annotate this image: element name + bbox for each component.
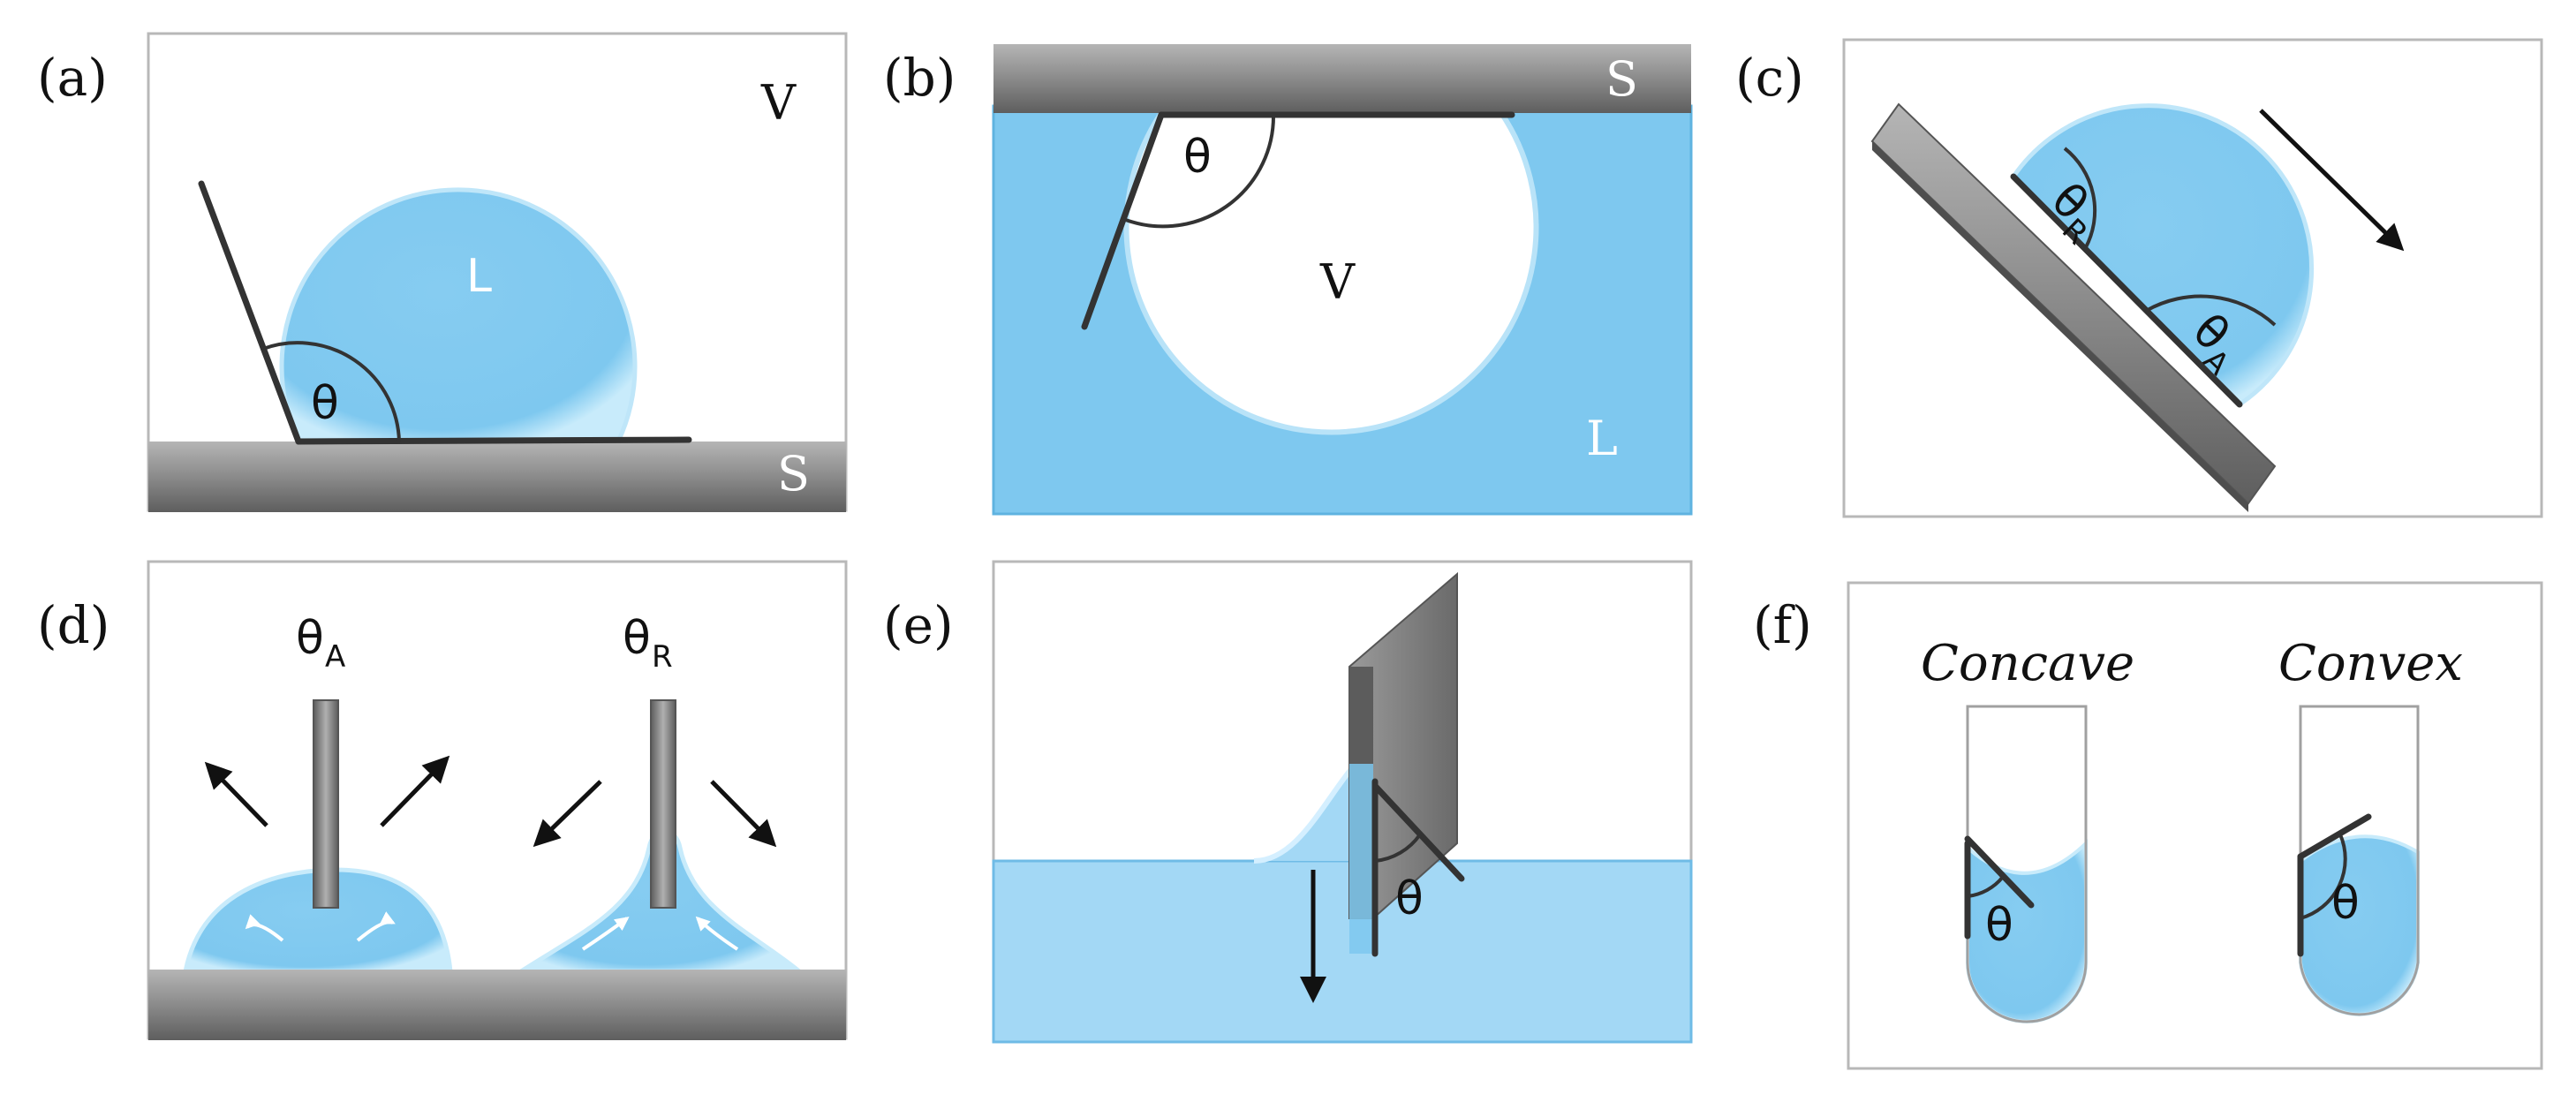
svg-text:R: R (652, 639, 673, 675)
panel-b: (b) θ V L S (883, 44, 1693, 516)
meniscus-rise (1254, 764, 1373, 861)
panel-c: (c) θ R θ A (1735, 38, 2543, 518)
angle-arc (1122, 114, 1276, 229)
concave-tube (1966, 705, 2088, 1023)
solid-substrate (148, 970, 846, 1040)
solid-label: S (777, 446, 810, 502)
panel-e: (e) θ (883, 560, 1693, 1044)
panel-d-label: (d) (37, 595, 110, 655)
concave-angle-arc (1967, 875, 2005, 898)
receding-angle-arc (2063, 147, 2097, 248)
panel-f-label: (f) (1753, 595, 1812, 655)
panel-c-label: (c) (1735, 48, 1804, 108)
svg-text:θ: θ (296, 612, 324, 665)
liquid-label: L (1586, 411, 1618, 466)
advancing-needle (313, 699, 339, 909)
theta-a-label: θ A (296, 612, 345, 675)
advancing-arrow-left (204, 761, 268, 827)
baseline (295, 436, 692, 445)
plate-surface-line (2010, 173, 2243, 408)
theta-label: θ (1395, 872, 1424, 925)
panel-f-frame (1847, 581, 2543, 1070)
receding-arrow-right (710, 780, 777, 848)
inward-flow-arrow (695, 916, 739, 951)
convex-tangent-line (2297, 813, 2372, 860)
svg-text:θ: θ (623, 612, 651, 665)
sessile-drop (279, 187, 638, 444)
angle-arc (262, 341, 401, 442)
convex-label: Convex (2278, 635, 2463, 692)
theta-label: θ (311, 377, 339, 430)
theta-r-label: θ R (623, 612, 673, 675)
angle-arc (1374, 833, 1422, 863)
sliding-direction-arrow (2259, 109, 2405, 252)
convex-angle-arc (2300, 834, 2347, 920)
convex-theta-label: θ (2331, 877, 2360, 930)
inward-flow-arrow (245, 914, 284, 942)
advancing-angle-arc (2145, 294, 2277, 327)
tangent-line (1371, 782, 1465, 882)
wetted-plate-face (1349, 764, 1373, 954)
receding-needle (650, 699, 676, 909)
vapor-label: V (1319, 254, 1356, 310)
outward-flow-arrow (356, 911, 396, 942)
concave-label: Concave (1921, 635, 2134, 692)
tilted-plate (1870, 102, 2277, 512)
advancing-arrow-right (380, 755, 450, 827)
panel-a: (a) θ L V S (37, 32, 848, 512)
solid-ceiling (993, 44, 1691, 113)
captive-bubble (1123, 110, 1539, 435)
svg-text:A: A (325, 639, 345, 675)
panel-e-label: (e) (883, 595, 954, 655)
tangent-line (198, 180, 302, 445)
solid-substrate (148, 442, 846, 512)
liquid-body (992, 859, 1693, 1044)
panel-f: (f) Concave Convex θ θ (1753, 581, 2543, 1070)
panel-b-label: (b) (883, 48, 956, 108)
panel-a-label: (a) (37, 48, 108, 108)
concave-tangent-line (1964, 835, 2035, 909)
tangent-line (1081, 111, 1165, 330)
inward-flow-arrow (581, 917, 630, 951)
panel-d: (d) θ A θ R (37, 560, 848, 1040)
solid-label: S (1605, 51, 1638, 107)
convex-tube (2299, 705, 2420, 1016)
vapor-label: V (760, 75, 797, 131)
liquid-label: L (466, 250, 492, 303)
receding-arrow-left (533, 780, 602, 848)
concave-theta-label: θ (1985, 899, 2013, 952)
meniscus-highlight (1253, 762, 1358, 864)
theta-label: θ (1183, 131, 1212, 184)
